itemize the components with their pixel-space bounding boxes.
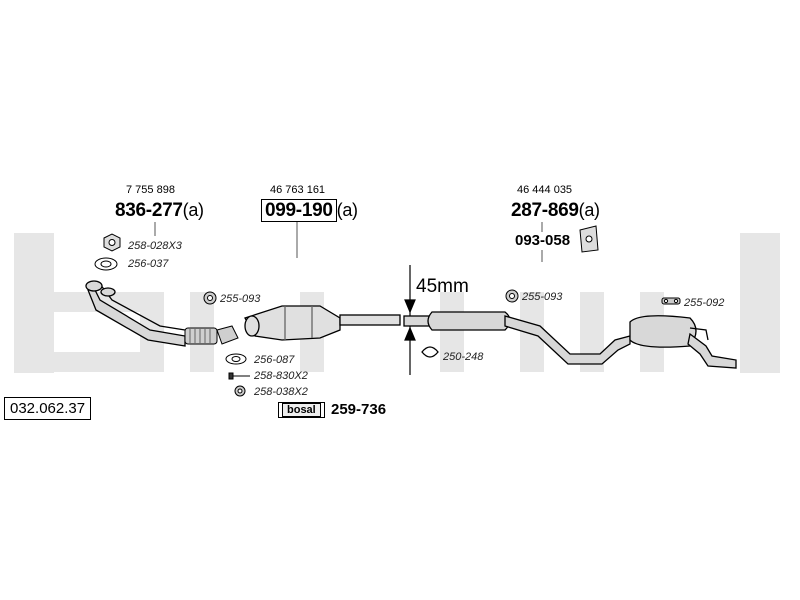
ring-icon [421,346,439,358]
leader-lines [154,222,543,262]
gasket-icon [94,257,118,271]
part-clamp-cat[interactable]: 255-093 [220,293,261,305]
oe-number-silencer: 46 444 035 [517,184,573,196]
oe-number-catalyst: 46 763 161 [270,184,326,196]
part-gasket-front[interactable]: 256-037 [128,258,169,270]
rear-silencer [629,315,737,369]
part-rubber-mount[interactable]: 093-058 [515,232,571,249]
bolt-icon [228,372,250,380]
part-suffix: (a) [182,200,204,220]
part-front-pipe[interactable]: 836-277(a) [115,200,204,222]
part-number: 099-190 [261,199,337,222]
part-ring-mid[interactable]: 250-248 [443,351,484,363]
rubber-mount-icon [579,225,599,253]
paste-label: bosal [282,403,321,417]
oe-number-front-pipe: 7 755 898 [126,184,175,196]
gasket-mid-icon [225,353,247,365]
part-suffix: (a) [578,200,600,220]
part-silencer[interactable]: 287-869(a) [511,200,600,222]
part-catalyst[interactable]: 099-190(a) [261,199,358,222]
part-bolt-kit[interactable]: 258-830X2 [254,370,308,382]
part-number: 836-277 [115,200,183,221]
part-nut-kit[interactable]: 258-028X3 [128,240,182,252]
part-nut-kit-2[interactable]: 258-038X2 [254,386,308,398]
part-suffix: (a) [336,200,358,220]
reference-number: 032.062.37 [4,397,92,420]
clamp-mid-icon [505,289,519,303]
hanger-icon [661,297,681,305]
clamp-icon [203,291,217,305]
part-gasket-mid[interactable]: 256-087 [254,354,295,366]
middle-silencer [403,311,631,365]
paste-tube-icon: bosal [278,402,325,418]
part-number: 287-869 [511,200,579,221]
part-hanger-rear[interactable]: 255-092 [684,297,725,309]
flex-section [184,325,239,345]
dimension-label: 45mm [416,276,469,297]
nut2-icon [234,385,246,397]
catalytic-converter [244,305,401,341]
part-paste[interactable]: 259-736 [331,401,387,418]
part-clamp-mid[interactable]: 255-093 [522,291,563,303]
nut-icon [103,233,121,252]
front-pipe [85,280,186,347]
